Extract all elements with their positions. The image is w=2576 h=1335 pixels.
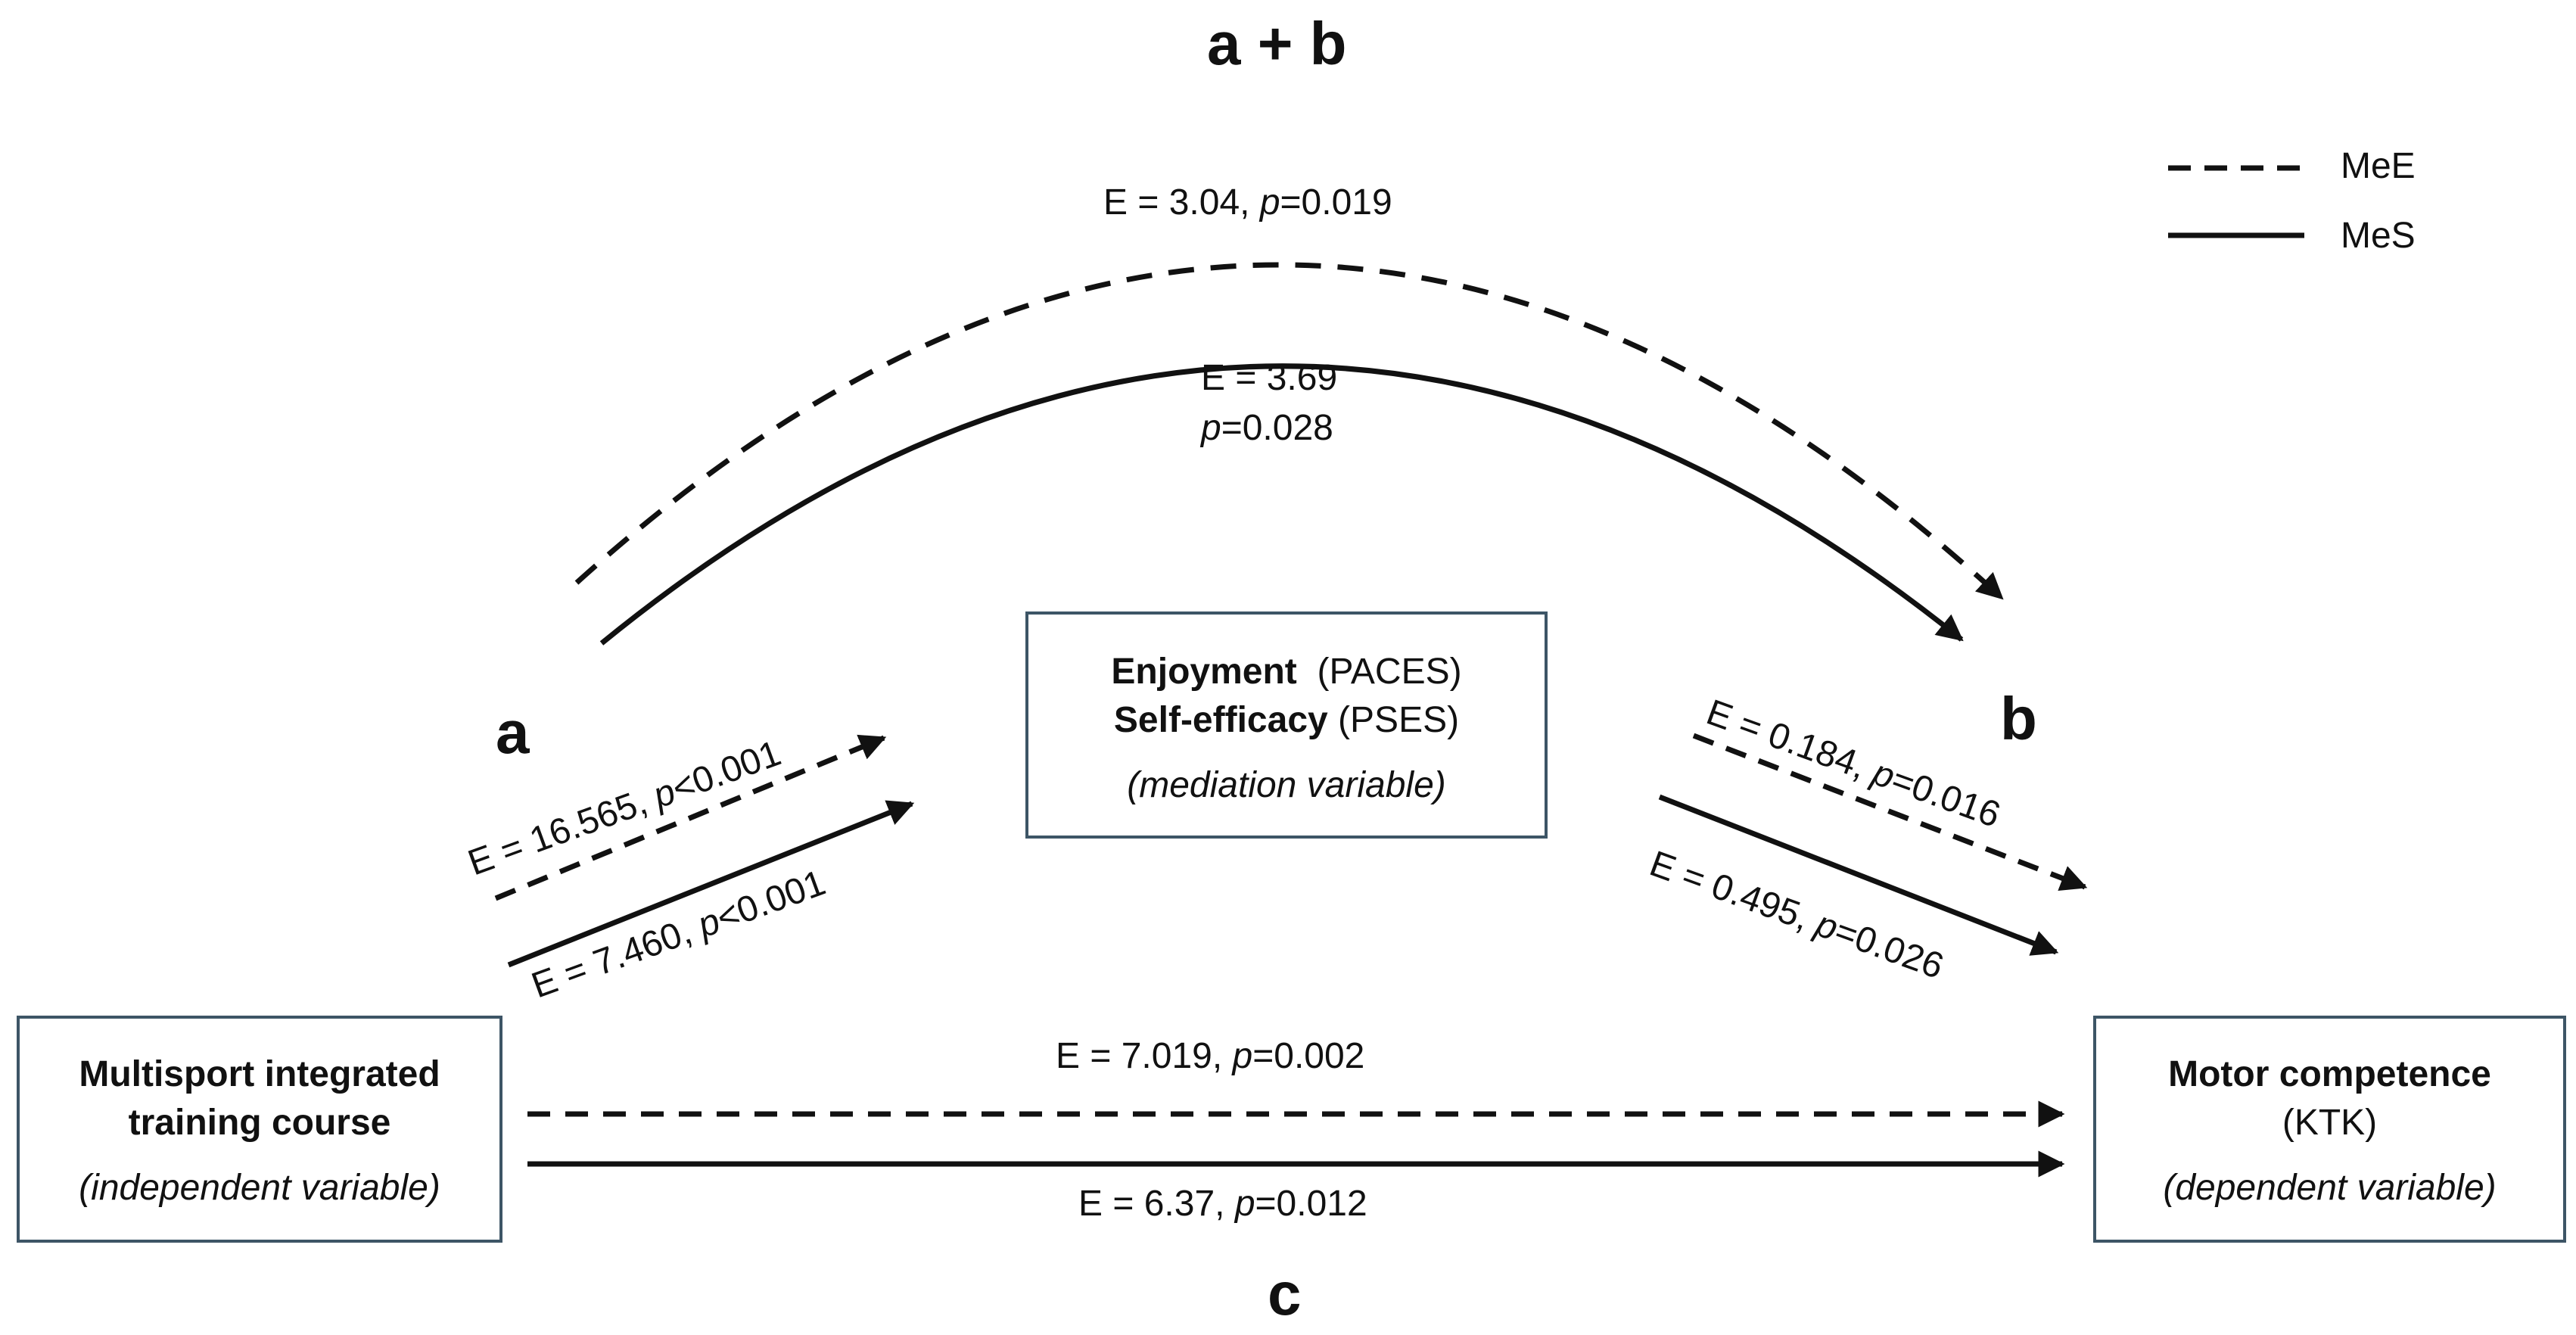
c-solid-e: E = 6.37, [1078,1184,1235,1224]
independent-role: (independent variable) [79,1168,440,1208]
dependent-role: (dependent variable) [2163,1168,2497,1208]
diagram-title: a + b [1207,10,1347,77]
c-dashed-estimate: E = 7.019, p=0.002 [1056,1035,1364,1078]
path-a-label: a [496,699,530,766]
dependent-title-line1: Motor competence [2168,1054,2491,1094]
ab-solid-pvalue: p=0.028 [1201,407,1333,450]
path-b-label: b [2000,685,2037,752]
ab-dashed-estimate: E = 3.04, p=0.019 [1103,182,1392,224]
ab-solid-p-letter: p [1201,408,1221,448]
c-solid-estimate: E = 6.37, p=0.012 [1078,1183,1367,1225]
mediation-variable-box: Enjoyment (PACES) Self-efficacy (PSES) (… [1025,611,1548,839]
mediator-line2: Self-efficacy (PSES) [1028,696,1545,745]
c-dashed-e: E = 7.019, [1056,1036,1233,1076]
ab-dashed-p-letter: p [1259,182,1280,222]
mediator-enjoyment: Enjoyment [1111,652,1297,692]
b-dashed-arrow [1692,733,2088,891]
ab-solid-estimate: E = 3.69 [1201,357,1337,400]
independent-title-line1: Multisport integrated [79,1054,440,1094]
b-solid-arrow [1658,794,2059,956]
a-dashed-arrow [494,734,887,901]
mediator-paces: (PACES) [1317,652,1462,692]
a-solid-arrow [507,800,915,968]
ab-solid-arrow [599,363,1964,646]
ab-dashed-e: E = 3.04, [1103,182,1260,222]
ab-solid-p: =0.028 [1221,408,1333,448]
ab-solid-e: E = 3.69 [1201,358,1338,398]
c-solid-p: =0.012 [1255,1184,1367,1224]
legend-dashed-label: MeE [2341,146,2416,186]
ab-dashed-arrow [574,262,2004,600]
c-dashed-p: =0.002 [1252,1036,1365,1076]
dependent-title-line2: (KTK) [2282,1103,2378,1143]
dependent-variable-box: Motor competence (KTK) (dependent variab… [2093,1016,2566,1243]
mediator-role: (mediation variable) [1127,765,1446,805]
legend-solid-label: MeS [2341,216,2416,256]
c-dashed-p-letter: p [1232,1036,1253,1076]
c-solid-p-letter: p [1234,1184,1255,1224]
ab-dashed-p: =0.019 [1280,182,1392,222]
independent-title-line2: training course [128,1103,391,1143]
independent-variable-box: Multisport integrated training course (i… [17,1016,502,1243]
path-c-label: c [1268,1260,1302,1327]
mediator-line1: Enjoyment (PACES) [1028,648,1545,696]
mediator-self-efficacy: Self-efficacy [1113,700,1328,740]
mediator-pses: (PSES) [1338,700,1460,740]
